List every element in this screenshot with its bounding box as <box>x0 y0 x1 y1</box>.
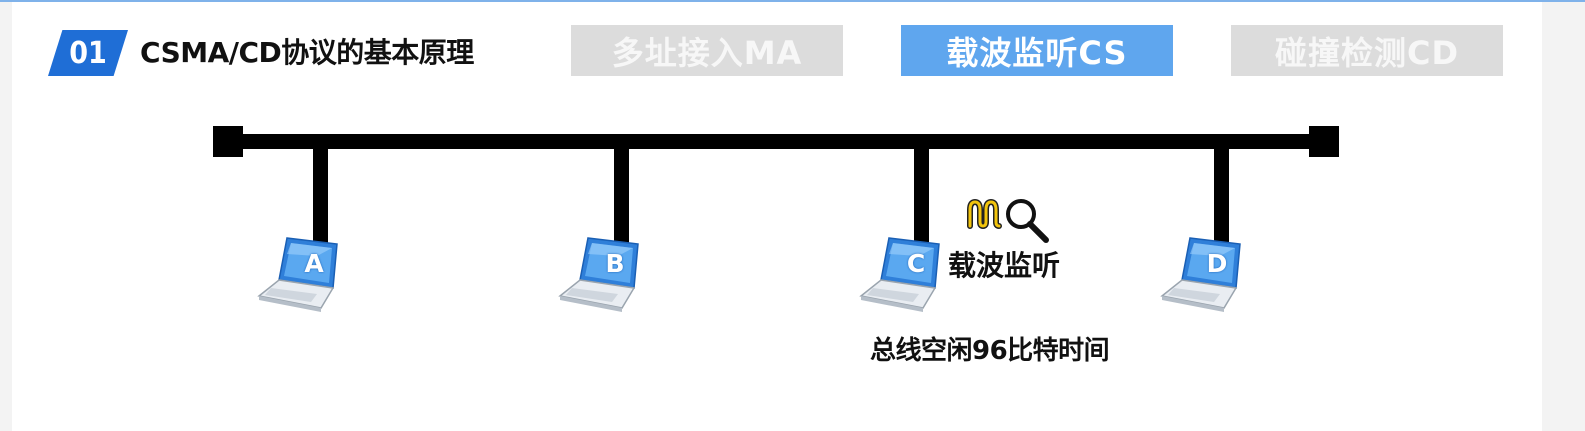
drop-cable-c <box>914 148 929 252</box>
drop-cable-a <box>313 148 328 252</box>
section-number-badge: 01 <box>48 30 128 76</box>
tab-multiple-access[interactable]: 多址接入MA <box>571 25 843 76</box>
laptop-icon <box>257 237 338 312</box>
magnifier-icon <box>1006 199 1036 229</box>
top-accent-line <box>0 0 1585 2</box>
node-label: A <box>304 248 324 278</box>
laptop-icon <box>1160 237 1241 312</box>
drop-cable-d <box>1214 148 1229 252</box>
bus-line <box>228 134 1326 149</box>
node-a-laptop: A <box>257 232 341 314</box>
laptop-icon <box>558 237 639 312</box>
drop-cable-b <box>614 148 629 252</box>
node-c-laptop: C <box>859 232 943 314</box>
bus-terminator-right <box>1309 126 1339 157</box>
carrier-sense-label: 载波监听 <box>948 249 1061 282</box>
laptop-icon <box>859 237 940 312</box>
page-title: CSMA/CD协议的基本原理 <box>140 36 474 69</box>
node-b-laptop: B <box>558 232 642 314</box>
bus-idle-note: 总线空闲96比特时间 <box>870 336 1110 366</box>
node-label: C <box>906 248 926 278</box>
carrier-sense-magnifier-icon <box>967 198 1049 243</box>
bus-terminator-left <box>213 126 243 157</box>
node-label: B <box>605 248 625 278</box>
node-label: D <box>1206 248 1228 278</box>
node-d-laptop: D <box>1160 232 1244 314</box>
tab-carrier-sense[interactable]: 载波监听CS <box>901 25 1173 76</box>
tab-collision-detection[interactable]: 碰撞检测CD <box>1231 25 1503 76</box>
